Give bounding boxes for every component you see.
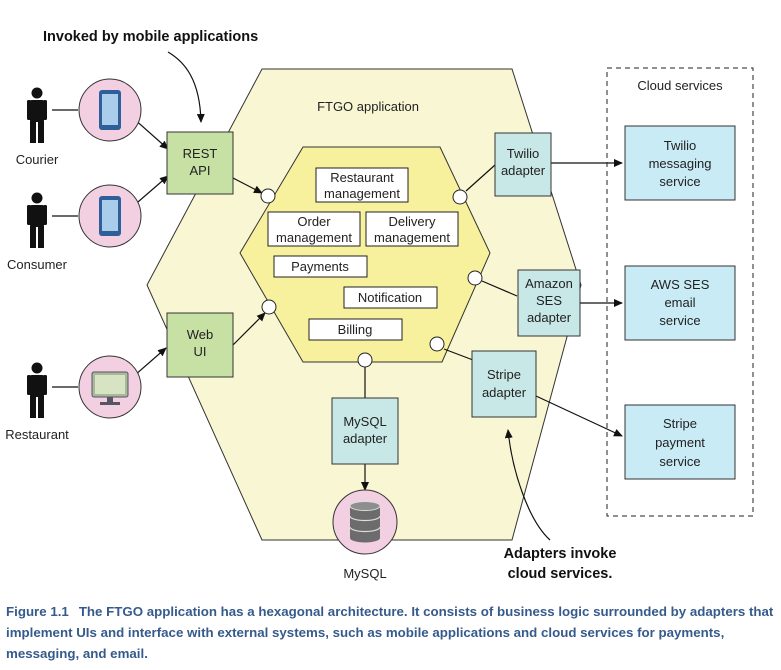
billing-box: Billing [308,318,403,341]
mysql-adapter: MySQL adapter [331,397,399,465]
svg-text:adapter: adapter [501,163,546,178]
consumer-actor: Consumer [7,184,142,272]
svg-text:messaging: messaging [649,156,712,171]
cloud-services-title: Cloud services [637,78,723,93]
consumer-person-icon [27,192,47,248]
web-ui-adapter: Web UI [166,312,234,378]
svg-text:SES: SES [536,293,562,308]
port-ses [467,270,483,286]
svg-text:Billing: Billing [338,322,373,337]
amazon-ses-adapter: Amazon SES adapter [517,269,581,337]
port-stripe [429,336,445,352]
svg-text:Amazon: Amazon [525,276,573,291]
svg-text:Consumer: Consumer [7,257,68,272]
svg-text:Restaurant: Restaurant [330,170,394,185]
annotation-arrow-top [167,51,205,123]
figure-number: Figure 1.1 [6,604,69,619]
notification-box: Notification [343,286,438,309]
svg-text:Order: Order [297,214,331,229]
invoked-by-mobile-annotation: Invoked by mobile applications [43,29,258,45]
stripe-payment-service: Stripe payment service [624,404,736,480]
svg-text:email: email [664,295,695,310]
port-rest-api [260,188,276,204]
svg-text:Restaurant: Restaurant [5,427,69,442]
svg-text:Web: Web [187,327,214,342]
svg-text:service: service [659,313,700,328]
svg-text:payment: payment [655,435,705,450]
stripe-service-arrow [535,395,623,437]
annotation-arrow-bottom [504,429,551,541]
stripe-adapter: Stripe adapter [471,350,537,418]
port-web-ui [261,299,277,315]
rest-api-adapter: REST API [166,131,234,195]
restaurant-actor: Restaurant [5,355,142,442]
svg-text:service: service [659,174,700,189]
cloud-services-boundary [606,67,754,517]
ses-connector [481,280,518,297]
adapters-invoke-annotation: Adapters invoke [504,546,617,562]
restaurant-management-box: Restaurant management [315,167,409,203]
payments-box: Payments [273,255,368,278]
svg-text:REST: REST [183,146,218,161]
svg-text:Courier: Courier [16,152,59,167]
svg-text:Stripe: Stripe [487,367,521,382]
svg-text:MySQL: MySQL [343,414,386,429]
restaurant-person-icon [27,362,47,418]
svg-text:management: management [276,230,352,245]
mysql-database: MySQL [332,489,398,581]
svg-text:adapter: adapter [482,385,527,400]
svg-text:management: management [374,230,450,245]
aws-ses-email-service: AWS SES email service [624,265,736,341]
figure-caption-text: The FTGO application has a hexagonal arc… [6,604,774,661]
svg-text:management: management [324,186,400,201]
twilio-adapter: Twilio adapter [494,132,552,197]
svg-text:Delivery: Delivery [389,214,436,229]
stripe-connector [443,348,474,361]
application-title: FTGO application [317,99,419,114]
svg-text:adapter: adapter [343,431,388,446]
order-management-box: Order management [267,211,361,247]
svg-text:AWS SES: AWS SES [651,277,710,292]
svg-text:UI: UI [194,344,207,359]
svg-text:service: service [659,454,700,469]
svg-text:MySQL: MySQL [343,566,386,581]
svg-text:adapter: adapter [527,310,572,325]
web-ui-connector [232,312,266,346]
port-mysql [357,352,373,368]
architecture-diagram: FTGO application Restaurant management O… [5,29,754,582]
twilio-messaging-service: Twilio messaging service [624,125,736,201]
svg-text:Twilio: Twilio [664,138,697,153]
courier-actor: Courier [16,78,142,167]
port-twilio [452,189,468,205]
svg-text:API: API [190,163,211,178]
svg-text:Twilio: Twilio [507,146,540,161]
twilio-connector [465,164,496,192]
svg-text:Stripe: Stripe [663,416,697,431]
svg-text:Notification: Notification [358,290,422,305]
rest-api-connector [232,177,263,194]
adapters-invoke-annotation-line2: cloud services. [508,566,613,582]
courier-person-icon [27,87,47,143]
svg-text:Payments: Payments [291,259,349,274]
delivery-management-box: Delivery management [365,211,459,247]
